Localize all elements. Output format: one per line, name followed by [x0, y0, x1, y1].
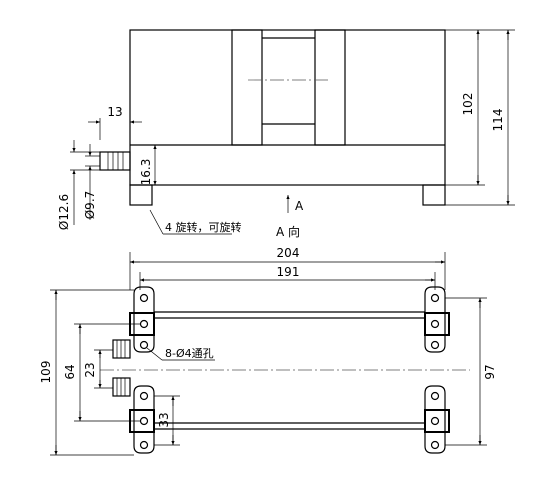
terminal-note-leader — [149, 209, 164, 235]
dim-16-3-label: 16.3 — [139, 159, 153, 186]
dim-97-label: 97 — [483, 364, 497, 379]
dim-dia-12-6-label: Ø12.6 — [57, 194, 71, 230]
dim-204-label: 204 — [277, 246, 300, 260]
hole-lb-2 — [139, 416, 149, 426]
front-inner-block-left — [231, 29, 263, 146]
hole-rb-1 — [430, 391, 440, 401]
clamp-right-bottom — [424, 409, 450, 433]
dim-109-label: 109 — [39, 361, 53, 384]
hole-lt-3 — [139, 340, 149, 350]
dim-191-label: 191 — [277, 265, 300, 279]
front-body-outline — [129, 29, 446, 186]
hole-rb-2 — [430, 416, 440, 426]
terminal-lower — [112, 377, 131, 397]
hole-lb-3 — [139, 440, 149, 450]
front-foot-left — [129, 184, 153, 206]
hole-lt-1 — [139, 293, 149, 303]
front-inner-block-right — [314, 29, 346, 146]
dim-114-label: 114 — [491, 109, 505, 132]
hole-rt-2 — [430, 319, 440, 329]
hole-rt-1 — [430, 293, 440, 303]
dim-33-label: 33 — [157, 412, 171, 427]
hole-rb-3 — [430, 440, 440, 450]
view-a-arrow-label: A — [295, 199, 304, 213]
hole-rt-3 — [430, 340, 440, 350]
hole-note: 8-Ø4通孔 — [165, 347, 214, 360]
view-a-caption: A 向 — [276, 224, 300, 239]
dim-23-label: 23 — [83, 362, 97, 377]
left-plate-bottom — [133, 385, 155, 454]
front-terminal — [99, 151, 131, 171]
hole-note-leader — [146, 347, 163, 361]
dim-dia-9-7-label: Ø9.7 — [83, 191, 97, 220]
hole-lb-1 — [139, 391, 149, 401]
hole-lt-2 — [139, 319, 149, 329]
right-plate-bottom — [424, 385, 446, 454]
terminal-note: 4 旋转，可旋转 — [165, 220, 242, 234]
front-view: 13 Ø12.6 Ø9.7 16.3 102 114 — [57, 29, 515, 239]
dim-102-label: 102 — [461, 93, 475, 116]
right-plate-top — [424, 286, 446, 353]
dim-13-label: 13 — [107, 105, 122, 119]
terminal-upper — [112, 339, 131, 359]
top-view: 204 191 — [39, 246, 497, 456]
front-foot-right — [422, 184, 446, 206]
dim-64-label: 64 — [63, 364, 77, 379]
clamp-right-top — [424, 312, 450, 336]
left-plate-top — [133, 286, 155, 353]
